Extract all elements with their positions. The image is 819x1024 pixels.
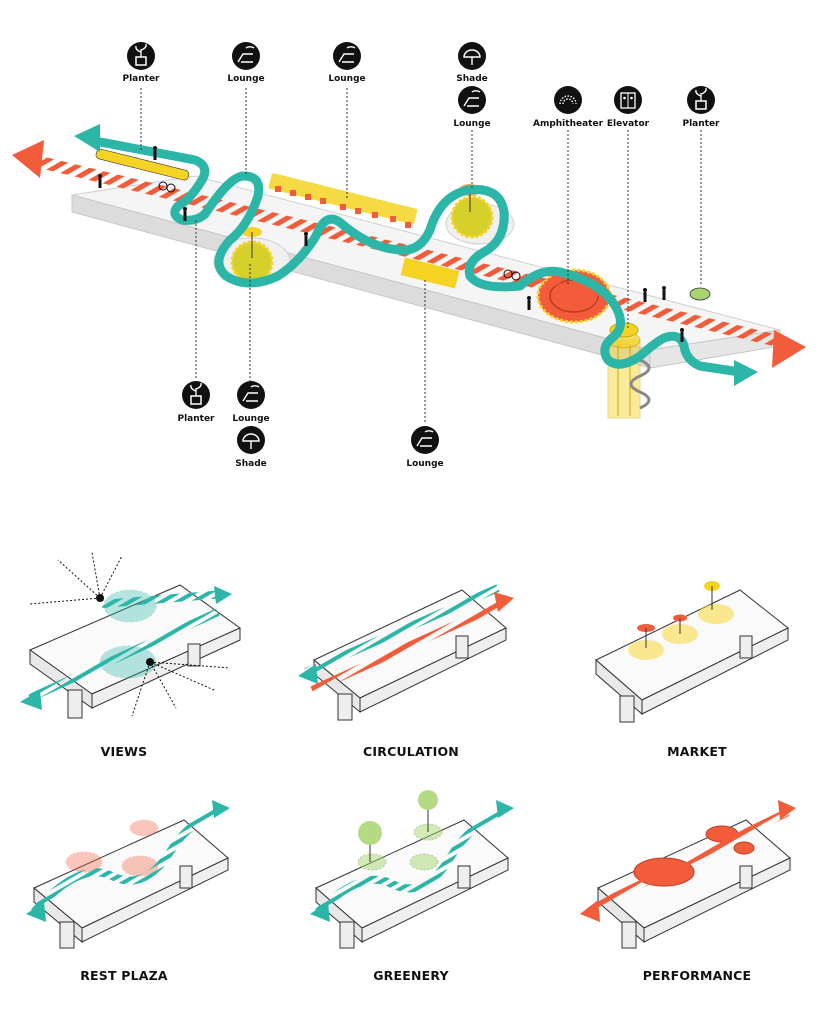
scenario-greenery bbox=[310, 790, 514, 949]
lounge-chair-icon bbox=[333, 42, 361, 70]
planter-icon bbox=[687, 86, 715, 114]
scenario-rest-plaza bbox=[26, 800, 230, 949]
label-lounge: Lounge bbox=[328, 74, 366, 84]
amphitheater-icon bbox=[554, 86, 582, 114]
label-elevator: Elevator bbox=[606, 119, 650, 129]
scenario-views bbox=[20, 551, 241, 719]
planter-pot-right bbox=[689, 287, 711, 301]
label-lounge: Lounge bbox=[406, 459, 444, 469]
planter-round-right bbox=[450, 195, 494, 239]
lounge-chair-icon bbox=[458, 86, 486, 114]
planter-bed bbox=[95, 148, 190, 181]
label-planter: Planter bbox=[122, 74, 160, 84]
label-lounge: Lounge bbox=[232, 414, 270, 424]
people bbox=[98, 146, 684, 342]
title-greenery: GREENERY bbox=[373, 968, 449, 983]
shade-umbrella-icon bbox=[458, 42, 486, 70]
title-performance: PERFORMANCE bbox=[642, 968, 752, 983]
pedestrian-path bbox=[85, 135, 745, 377]
leader-lines bbox=[140, 88, 702, 424]
elevator-icon bbox=[614, 86, 642, 114]
label-amphitheater: Amphitheater bbox=[532, 119, 604, 129]
label-planter: Planter bbox=[682, 119, 720, 129]
path-arrow-right bbox=[734, 360, 758, 386]
label-shade: Shade bbox=[235, 459, 267, 469]
scenario-performance bbox=[580, 800, 796, 949]
lounge-lower bbox=[400, 257, 460, 289]
planter-icon bbox=[182, 381, 210, 409]
title-views: VIEWS bbox=[100, 744, 148, 759]
title-market: MARKET bbox=[667, 744, 727, 759]
main-bridge bbox=[12, 42, 806, 454]
planter-icon bbox=[127, 42, 155, 70]
title-rest-plaza: REST PLAZA bbox=[80, 968, 168, 983]
scenario-circulation bbox=[298, 584, 514, 721]
label-lounge: Lounge bbox=[227, 74, 265, 84]
lounge-chair-icon bbox=[411, 426, 439, 454]
label-shade: Shade bbox=[456, 74, 488, 84]
label-planter: Planter bbox=[177, 414, 215, 424]
lounge-bench-strip bbox=[268, 173, 418, 225]
label-lounge: Lounge bbox=[453, 119, 491, 129]
title-circulation: CIRCULATION bbox=[363, 744, 459, 759]
lounge-chair-icon bbox=[237, 381, 265, 409]
lounge-seats bbox=[275, 186, 411, 228]
lounge-chair-icon bbox=[232, 42, 260, 70]
scenario-market bbox=[595, 581, 789, 723]
shade-umbrella-icon bbox=[237, 426, 265, 454]
path-arrow-left bbox=[74, 124, 100, 152]
